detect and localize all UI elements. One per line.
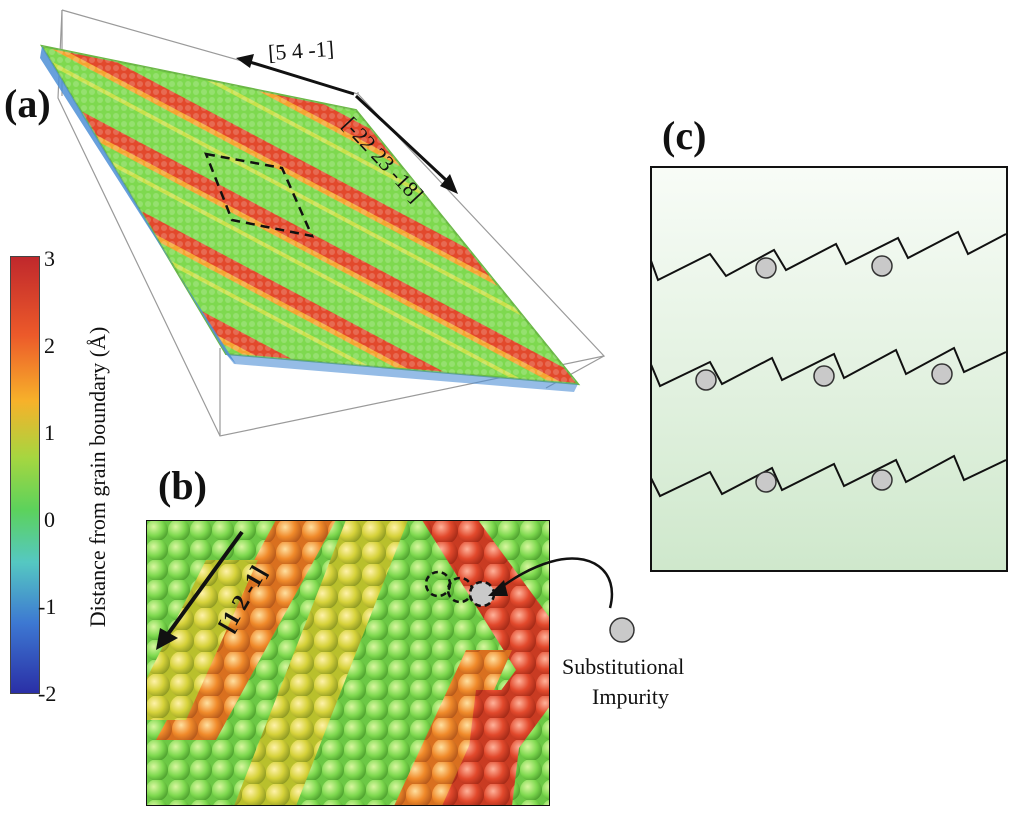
zigzag-row-2 (650, 346, 1007, 388)
panel-b-image (146, 520, 550, 806)
colorbar-tick: -2 (38, 681, 57, 706)
panel-a-label: (a) (4, 81, 51, 126)
zigzag-row-1 (650, 230, 1007, 282)
panel-c-schematic (650, 166, 1008, 572)
impurity-atom-icon (813, 365, 835, 387)
impurity-atom-icon (755, 471, 777, 493)
impurity-atom-icon (755, 257, 777, 279)
zigzag-row-3 (650, 454, 1007, 498)
impurity-atom-icon (609, 617, 635, 643)
impurity-atom-icon (871, 255, 893, 277)
arrow-5-4-1 (236, 54, 355, 96)
panel-c-label: (c) (662, 113, 707, 158)
colorbar (10, 256, 40, 694)
direction-label-a1: [5 4 -1] (267, 35, 335, 66)
colorbar-tick: 0 (44, 507, 55, 532)
slab-side (40, 46, 236, 364)
colorbar-tick: 1 (44, 420, 55, 445)
impurity-callout (488, 557, 635, 643)
colorbar-tick: 2 (44, 333, 55, 358)
unit-cell-outline (204, 152, 315, 238)
impurity-atom-icon (871, 469, 893, 491)
zigzag-lines (650, 230, 1007, 498)
colorbar-tick: -1 (38, 594, 57, 619)
arrow-22-23-18 (354, 94, 458, 194)
impurity-atoms (695, 255, 953, 493)
colorbar-tick: 3 (44, 246, 55, 271)
impurity-atom-icon (931, 363, 953, 385)
impurity-atom-icon (695, 369, 717, 391)
annotation-line1: Substitutional (562, 654, 685, 679)
panel-b-label: (b) (158, 463, 207, 508)
arrow-1-2-1 (156, 530, 244, 650)
annotation-line2: Impurity (592, 684, 669, 709)
